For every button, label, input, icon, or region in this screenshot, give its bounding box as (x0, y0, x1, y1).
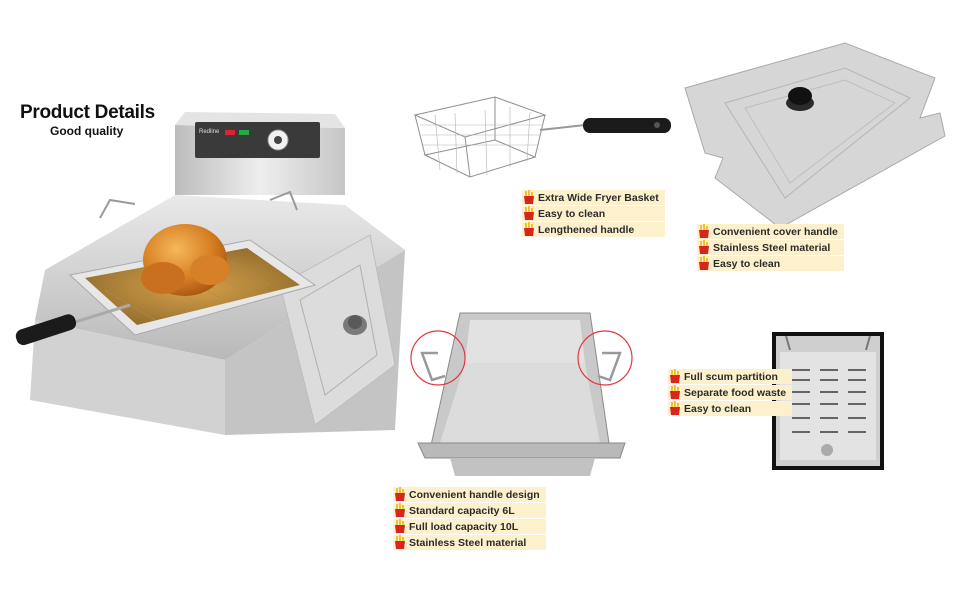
feature-label: Easy to clean (538, 207, 606, 220)
feature-label: Lengthened handle (538, 223, 635, 236)
fries-icon (699, 224, 709, 238)
feature-tag: Full scum partition (668, 369, 793, 384)
fryer-lid-image (684, 42, 946, 229)
fries-icon (670, 385, 680, 399)
feature-tag: Full load capacity 10L (393, 519, 546, 534)
fries-icon (524, 206, 534, 220)
feature-tag: Stainless Steel material (697, 240, 844, 255)
fries-icon (395, 535, 405, 549)
feature-tag: Convenient handle design (393, 487, 546, 502)
feature-label: Full scum partition (684, 370, 778, 383)
inner-tank-image (410, 312, 633, 476)
fries-icon (395, 519, 405, 533)
fries-icon (395, 503, 405, 517)
feature-label: Easy to clean (684, 402, 752, 415)
feature-label: Separate food waste (684, 386, 787, 399)
feature-tag: Easy to clean (668, 401, 793, 416)
feature-label: Extra Wide Fryer Basket (538, 191, 659, 204)
fries-icon (670, 369, 680, 383)
feature-tag: Extra Wide Fryer Basket (522, 190, 665, 205)
fries-icon (670, 401, 680, 415)
feature-label: Stainless Steel material (713, 241, 831, 254)
feature-tag: Stainless Steel material (393, 535, 546, 550)
feature-tag: Easy to clean (697, 256, 844, 271)
feature-label: Standard capacity 6L (409, 504, 515, 517)
scum-partition-image (772, 332, 884, 470)
feature-tag: Separate food waste (668, 385, 793, 400)
feature-tag: Convenient cover handle (697, 224, 844, 239)
feature-label: Convenient handle design (409, 488, 540, 501)
section-title: Product Details (20, 102, 155, 123)
feature-label: Convenient cover handle (713, 225, 838, 238)
deep-fryer-image: Redline (15, 112, 405, 435)
feature-tag: Easy to clean (522, 206, 665, 221)
feature-label: Easy to clean (713, 257, 781, 270)
fryer-basket-image (413, 96, 671, 178)
svg-text:Redline: Redline (199, 129, 220, 135)
feature-tag: Lengthened handle (522, 222, 665, 237)
fries-icon (395, 487, 405, 501)
feature-tag: Standard capacity 6L (393, 503, 546, 518)
feature-label: Stainless Steel material (409, 536, 527, 549)
fries-icon (699, 240, 709, 254)
fries-icon (524, 190, 534, 204)
section-subtitle: Good quality (50, 124, 124, 138)
feature-label: Full load capacity 10L (409, 520, 519, 533)
fries-icon (524, 222, 534, 236)
fries-icon (699, 256, 709, 270)
